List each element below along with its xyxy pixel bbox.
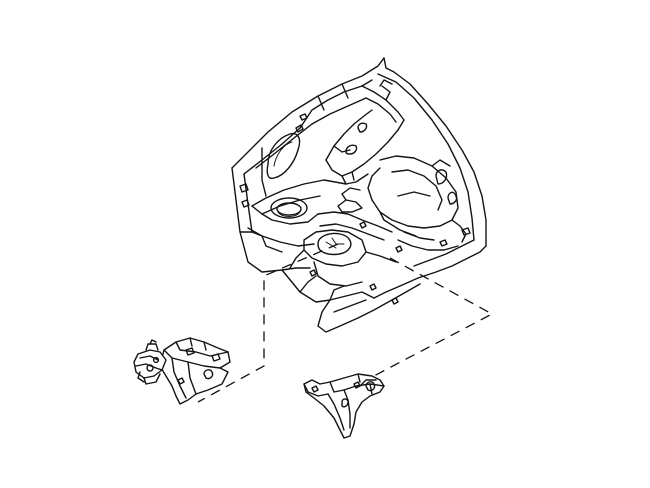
front-side-member-panel	[231, 57, 487, 333]
support-bracket	[303, 373, 385, 439]
engine-mount-bracket	[133, 337, 231, 405]
assembly-guide-lines	[197, 243, 494, 403]
